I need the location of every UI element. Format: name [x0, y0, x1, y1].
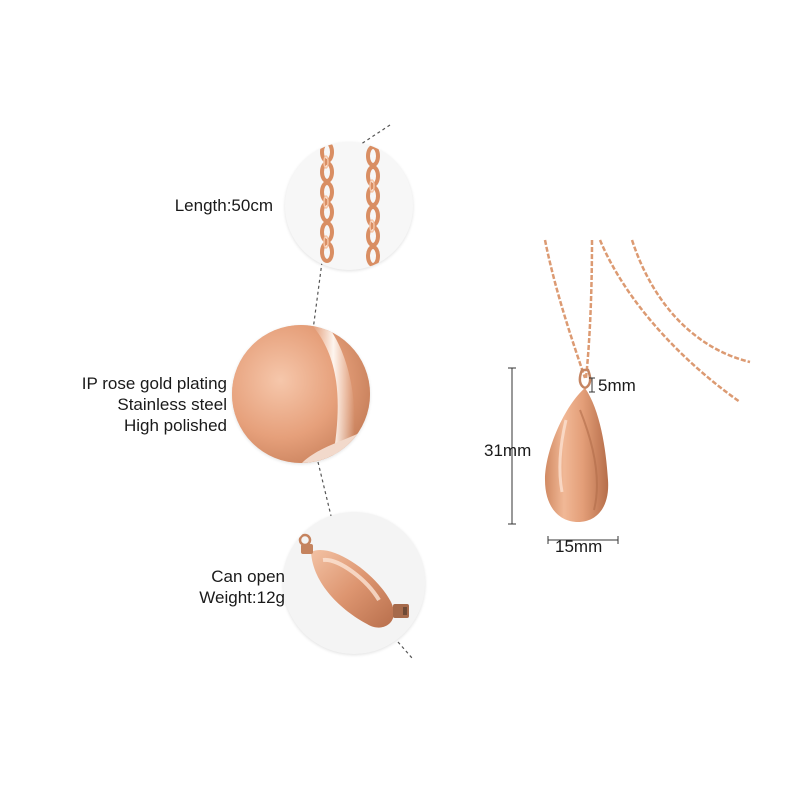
surface-detail-circle [232, 325, 370, 463]
steel-text: Stainless steel [117, 395, 227, 414]
can-open-text: Can open [211, 567, 285, 586]
open-pendant-circle [283, 512, 425, 654]
length-text: Length:50cm [174, 196, 273, 215]
height-dimension: 31mm [484, 441, 532, 460]
chain-links-image [320, 142, 380, 267]
open-pendant-image [298, 533, 409, 628]
polished-text: High polished [123, 416, 227, 435]
plating-text: IP rose gold plating [81, 374, 227, 393]
feature-material-label: IP rose gold plating Stainless steel Hig… [82, 373, 227, 436]
width-dimension: 15mm [555, 537, 603, 556]
polished-surface-image [232, 325, 370, 463]
feature-length-label: Length:50cm [175, 195, 273, 216]
chain-detail-circle [285, 142, 413, 270]
weight-text: Weight:12g [199, 588, 285, 607]
bail-dimension: 5mm [598, 376, 636, 395]
feature-weight-label: Can open Weight:12g [199, 566, 285, 608]
